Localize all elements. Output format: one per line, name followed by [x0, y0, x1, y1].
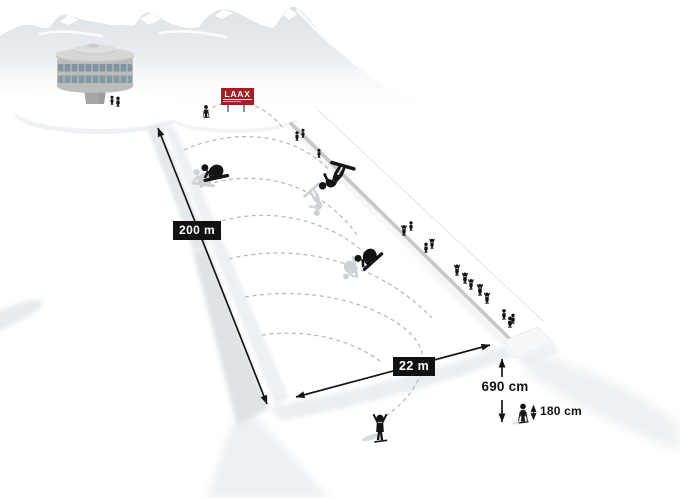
- laax-billboard: LAAX: [221, 88, 254, 112]
- spectator-icon: [476, 283, 484, 296]
- person-height-label: 180 cm: [540, 404, 582, 418]
- length-arrow: [157, 127, 268, 405]
- spectator-icon: [483, 292, 491, 304]
- spectator-icon: [429, 238, 435, 249]
- halfpipe-right-wall: [284, 108, 560, 368]
- sign-tagline-line: [223, 101, 242, 102]
- coping-stripe: [288, 121, 516, 345]
- spectator-icon: [453, 264, 461, 276]
- spectator-icon: [409, 221, 413, 231]
- spectator-icon: [502, 309, 506, 320]
- length-label: 200 m: [173, 221, 222, 240]
- spectator-icon: [295, 131, 299, 141]
- spectator-icon: [508, 316, 512, 328]
- wall-height-label: 690 cm: [481, 379, 529, 394]
- spectator-icon: [467, 279, 475, 290]
- station-building-icon: [55, 43, 135, 107]
- window-band: [58, 75, 132, 83]
- sign-leg: [227, 105, 229, 112]
- spectator-icon: [461, 272, 469, 284]
- laax-sign-label: LAAX: [224, 89, 251, 99]
- snowboarder-icon: [352, 240, 384, 272]
- sign-leg: [243, 105, 245, 112]
- sign-rule: [223, 99, 252, 100]
- skiers: [202, 105, 530, 443]
- snowboarder-icon: [200, 159, 230, 183]
- spectator-icon: [424, 242, 428, 253]
- terrain-shading: [0, 91, 680, 498]
- window-band: [58, 64, 132, 72]
- width-label: 22 m: [393, 357, 436, 376]
